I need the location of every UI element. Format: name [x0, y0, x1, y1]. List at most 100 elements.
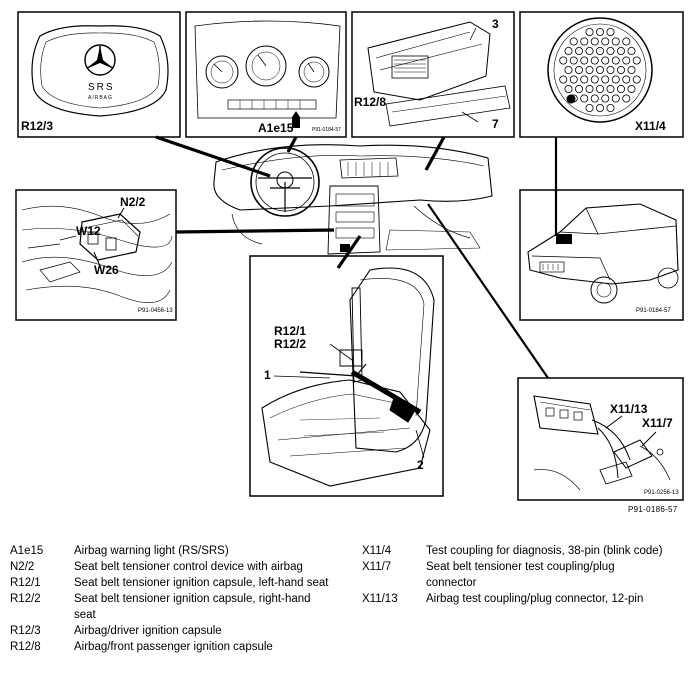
connector-pin: [585, 66, 594, 75]
callout-r12-3: R12/3: [21, 119, 54, 133]
connector-pin: [569, 56, 578, 65]
connector-pin: [606, 47, 615, 56]
connector-pin: [622, 56, 631, 65]
inset-seat-belt-tensioner: [249, 255, 444, 497]
legend-row: N2/2 Seat belt tensioner control device w…: [10, 559, 345, 575]
legend-code: R12/8: [10, 641, 41, 653]
callout-x11-13: X11/13: [610, 402, 648, 416]
connector-pin: [632, 56, 641, 65]
connector-pin: [575, 85, 584, 94]
connector-pin: [596, 47, 605, 56]
figure-reference: P91-0186-57: [628, 505, 678, 514]
connector-pin: [617, 47, 626, 56]
connector-pin: [585, 27, 594, 36]
connector-pin: [606, 104, 615, 113]
connector-pin: [569, 75, 578, 84]
connector-pin: [627, 66, 636, 75]
connector-pin: [617, 66, 626, 75]
connector-pin: [559, 56, 568, 65]
connector-pin: [580, 37, 589, 46]
legend-code: X11/7: [362, 561, 392, 573]
connector-pin: [575, 47, 584, 56]
connector-pin: [611, 75, 620, 84]
legend-code: A1e15: [10, 545, 44, 557]
connector-pin: [585, 47, 594, 56]
connector-pin: [622, 94, 631, 103]
central-dashboard: [213, 144, 493, 255]
legend-row: R12/8 Airbag/front passenger ignition cap…: [10, 639, 345, 655]
legend-code: X11/4: [362, 545, 392, 557]
connector-pin: [590, 37, 599, 46]
callout-1: 1: [264, 368, 271, 382]
callout-2: 2: [417, 458, 424, 472]
connector-pin: [611, 94, 620, 103]
callout-7: 7: [492, 117, 499, 131]
inset-car-front: [519, 189, 684, 321]
connector-pin: [569, 37, 578, 46]
inset-ref-cluster: P91-0184-57: [312, 127, 341, 133]
legend-desc: Airbag test coupling/plug connector, 12-…: [426, 593, 644, 605]
airbag-srs-text: SRS: [88, 82, 115, 93]
callout-r12-8: R12/8: [354, 95, 387, 109]
connector-pin: [627, 85, 636, 94]
connector-pin: [590, 75, 599, 84]
connector-pin: [611, 56, 620, 65]
connector-pin: [564, 66, 573, 75]
legend-code: X11/13: [362, 593, 398, 605]
connector-pin: [601, 75, 610, 84]
callout-a1e15: A1e15: [258, 121, 294, 135]
legend-row: A1e15 Airbag warning light (RS/SRS): [10, 543, 345, 559]
callout-x11-7: X11/7: [642, 416, 673, 430]
inset-ref-couplings: P91-0256-13: [644, 490, 679, 496]
leader-lines: [155, 135, 558, 379]
airbag-subtext: AIRBAG: [88, 95, 113, 101]
connector-pin: [596, 27, 605, 36]
connector-pin: [575, 66, 584, 75]
connector-pin: [580, 75, 589, 84]
legend-desc: Seat belt tensioner control device with …: [74, 561, 303, 573]
legend-row: X11/4 Test coupling for diagnosis, 38-pin…: [362, 543, 687, 559]
connector-pin: [622, 75, 631, 84]
connector-pin: [564, 85, 573, 94]
inset-instrument-cluster: [185, 11, 347, 138]
connector-pin: [580, 94, 589, 103]
connector-pin: [601, 94, 610, 103]
connector-pin: [585, 104, 594, 113]
callout-3: 3: [492, 17, 499, 31]
legend-code: R12/3: [10, 625, 41, 637]
connector-pin: [611, 37, 620, 46]
legend-desc: Airbag warning light (RS/SRS): [74, 545, 229, 557]
callout-r12-1: R12/1: [274, 324, 307, 338]
inset-ref-control-device: P91-0456-13: [138, 308, 173, 314]
callout-w26: W26: [94, 263, 119, 277]
callout-r12-2: R12/2: [274, 337, 307, 351]
callout-w12: W12: [76, 224, 101, 238]
legend-right: X11/4 Test coupling for diagnosis, 38-pin…: [362, 543, 687, 607]
legend-desc: Test coupling for diagnosis, 38-pin (bli…: [426, 545, 663, 557]
inset-diagnosis-coupling: [519, 11, 684, 138]
connector-pin: [596, 85, 605, 94]
connector-pin: [559, 75, 568, 84]
legend-code: N2/2: [10, 561, 35, 573]
connector-pin: [606, 66, 615, 75]
callout-n2-2: N2/2: [120, 195, 146, 209]
connector-pin: [596, 66, 605, 75]
inset-passenger-airbag: [351, 11, 515, 138]
connector-pin: [627, 47, 636, 56]
connector-pin: [606, 27, 615, 36]
connector-pin: [580, 56, 589, 65]
legend-desc: Airbag/front passenger ignition capsule: [74, 641, 273, 653]
legend-code: R12/2: [10, 593, 41, 605]
connector-pin: [622, 37, 631, 46]
legend-desc: Seat belt tensioner ignition capsule, le…: [74, 577, 329, 589]
connector-pin: [601, 37, 610, 46]
connector-pin: [632, 75, 641, 84]
connector-pin: [596, 104, 605, 113]
connector-pin: [617, 85, 626, 94]
